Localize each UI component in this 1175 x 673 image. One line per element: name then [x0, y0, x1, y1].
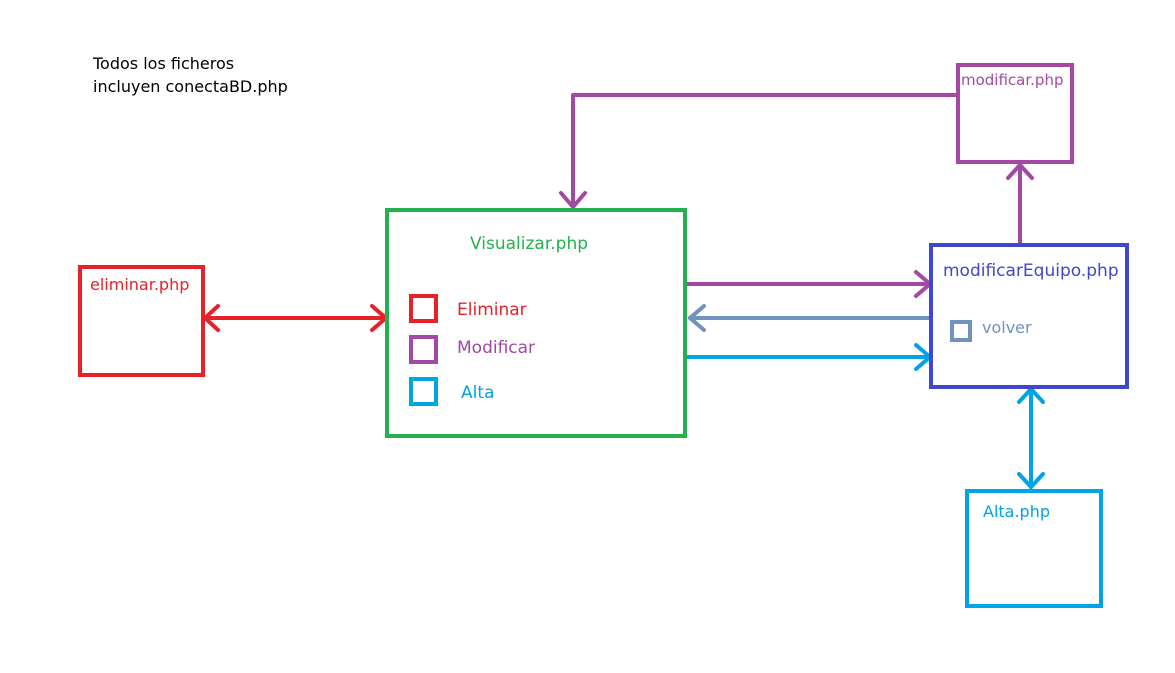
modificar-node: [956, 63, 1074, 164]
arrow-modificarequipo-alta: [1017, 387, 1045, 489]
eliminar-option-label: Eliminar: [457, 300, 527, 320]
alta-node-title: Alta.php: [983, 502, 1051, 521]
arrow-visualizar-eliminar: [203, 304, 388, 332]
note-text: Todos los ficheros incluyen conectaBD.ph…: [93, 52, 288, 98]
alta-node: [965, 489, 1103, 608]
arrow-visualizar-to-modificarequipo-purple: [684, 270, 932, 298]
arrow-visualizar-to-modificarequipo-cyan: [684, 343, 932, 371]
alta-checkbox[interactable]: [409, 377, 438, 406]
arrow-modificarequipo-to-visualizar-volver: [688, 304, 932, 332]
arrow-modificarequipo-to-modificar: [1006, 163, 1034, 245]
modificar-node-title: modificar.php: [961, 71, 1064, 89]
modificarequipo-node-title: modificarEquipo.php: [943, 261, 1119, 281]
eliminar-node-title: eliminar.php: [90, 275, 190, 294]
note-line-1: Todos los ficheros: [93, 54, 235, 73]
volver-option-label: volver: [982, 318, 1032, 337]
modificarequipo-node: [929, 243, 1129, 389]
note-line-2: incluyen conectaBD.php: [93, 77, 288, 96]
eliminar-checkbox[interactable]: [409, 294, 438, 323]
visualizar-node-title: Visualizar.php: [470, 234, 589, 254]
visualizar-node: [385, 208, 687, 438]
eliminar-node: [78, 265, 205, 377]
modificar-checkbox[interactable]: [409, 335, 438, 364]
arrow-modificar-to-visualizar: [559, 93, 960, 209]
volver-checkbox[interactable]: [950, 320, 972, 342]
alta-option-label: Alta: [461, 383, 495, 403]
modificar-option-label: Modificar: [457, 338, 536, 358]
